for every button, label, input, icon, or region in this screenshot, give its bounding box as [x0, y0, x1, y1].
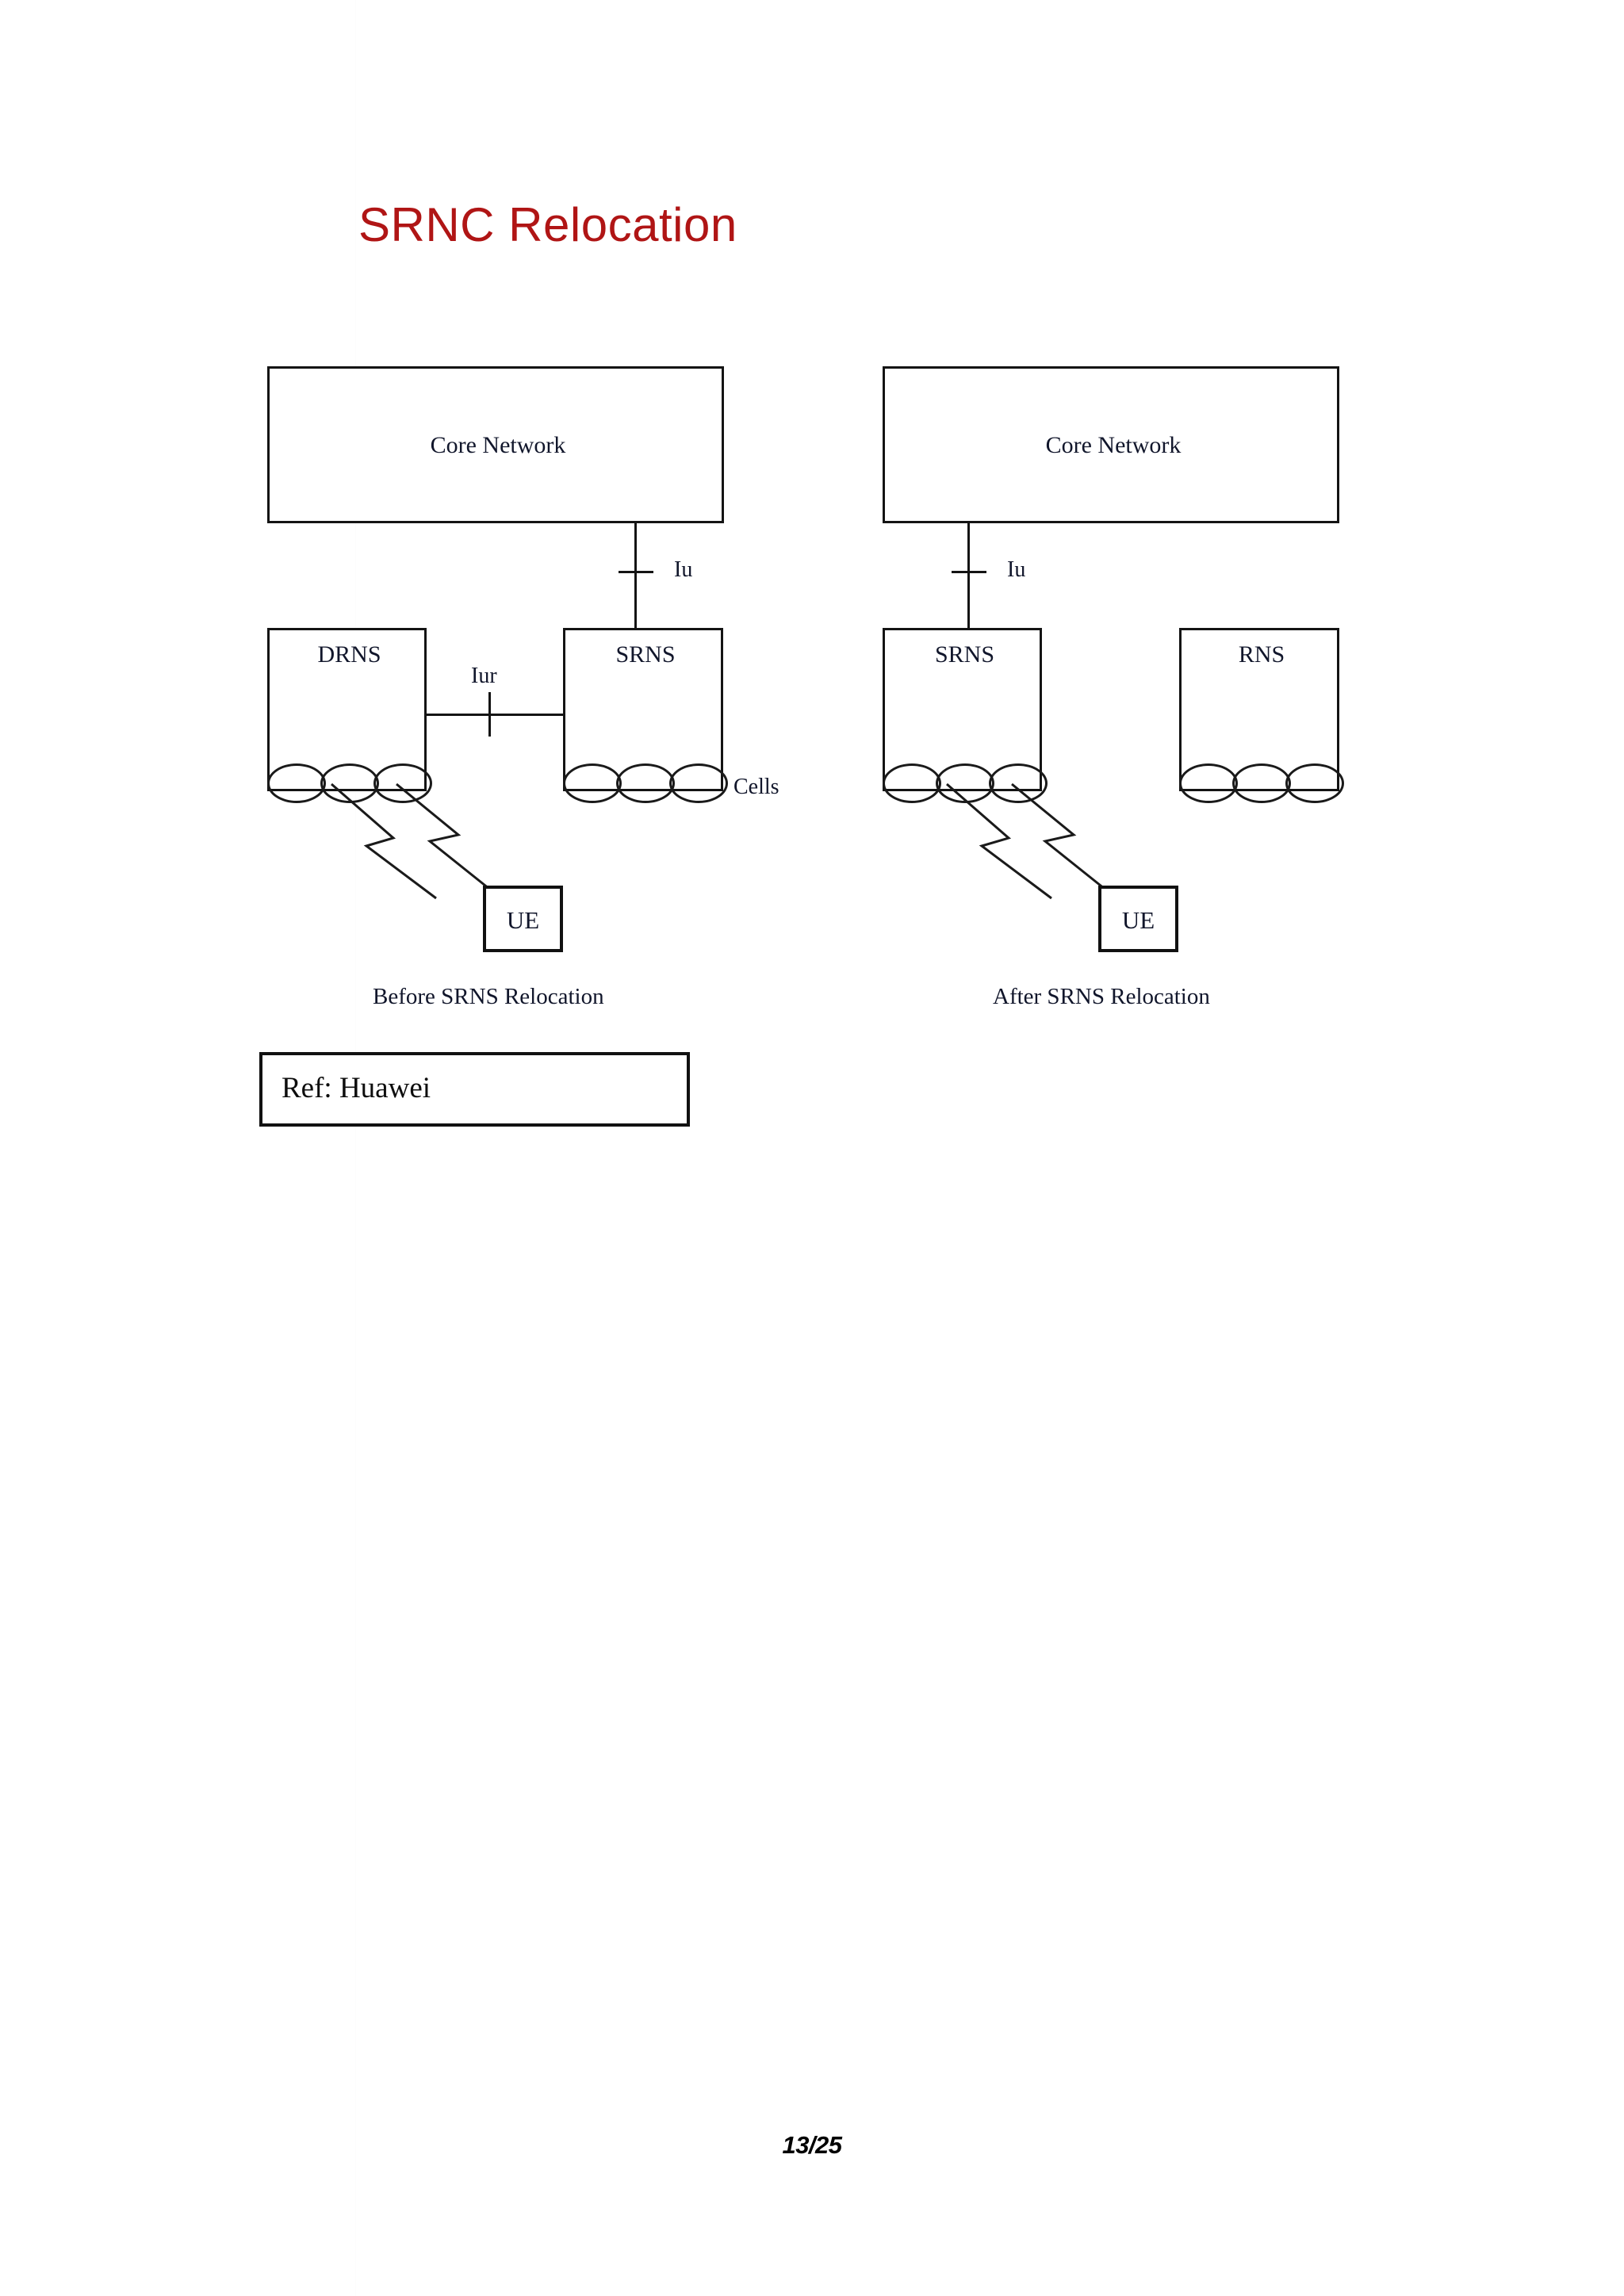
- srns-label-before: SRNS: [615, 641, 676, 668]
- cell-ellipse: [267, 763, 326, 803]
- iu-link-line-after: [967, 523, 970, 628]
- srns-label-after: SRNS: [934, 641, 995, 668]
- core-network-box-before: Core Network: [267, 366, 724, 523]
- iu-link-tick-after: [952, 571, 986, 573]
- iu-link-line-before: [634, 523, 637, 628]
- caption-before: Before SRNS Relocation: [373, 984, 604, 1009]
- iur-link-line: [427, 714, 563, 716]
- caption-after: After SRNS Relocation: [993, 984, 1210, 1009]
- cell-ellipse: [1232, 763, 1291, 803]
- cells-label: Cells: [733, 775, 779, 799]
- cell-ellipse: [563, 763, 622, 803]
- iu-label-before: Iu: [674, 557, 693, 582]
- scan-fold-line: [355, 0, 356, 2296]
- ue-box-before: UE: [483, 886, 563, 952]
- reference-box: Ref: Huawei: [259, 1052, 690, 1127]
- cell-ellipse: [669, 763, 728, 803]
- reference-text: Ref: Huawei: [282, 1072, 431, 1104]
- core-network-label: Core Network: [1045, 432, 1182, 458]
- cell-ellipse: [616, 763, 675, 803]
- cell-ellipse: [373, 763, 432, 803]
- cell-ellipse: [320, 763, 379, 803]
- iu-label-after: Iu: [1007, 557, 1026, 582]
- cell-ellipse: [1285, 763, 1344, 803]
- page-title: SRNC Relocation: [358, 198, 737, 251]
- cell-ellipse: [883, 763, 941, 803]
- ue-box-after: UE: [1098, 886, 1178, 952]
- iu-link-tick-before: [619, 571, 653, 573]
- rns-label: RNS: [1238, 641, 1285, 668]
- cell-ellipse: [936, 763, 994, 803]
- core-network-box-after: Core Network: [883, 366, 1339, 523]
- ue-label-before: UE: [506, 906, 540, 934]
- ue-label-after: UE: [1121, 906, 1155, 934]
- iur-link-tick: [488, 692, 491, 737]
- core-network-label: Core Network: [430, 432, 566, 458]
- drns-label: DRNS: [317, 641, 381, 668]
- iur-label: Iur: [471, 664, 497, 688]
- scan-left-margin: [0, 0, 5, 2296]
- page-number: 13/25: [782, 2131, 842, 2159]
- cell-ellipse: [989, 763, 1048, 803]
- cell-ellipse: [1179, 763, 1238, 803]
